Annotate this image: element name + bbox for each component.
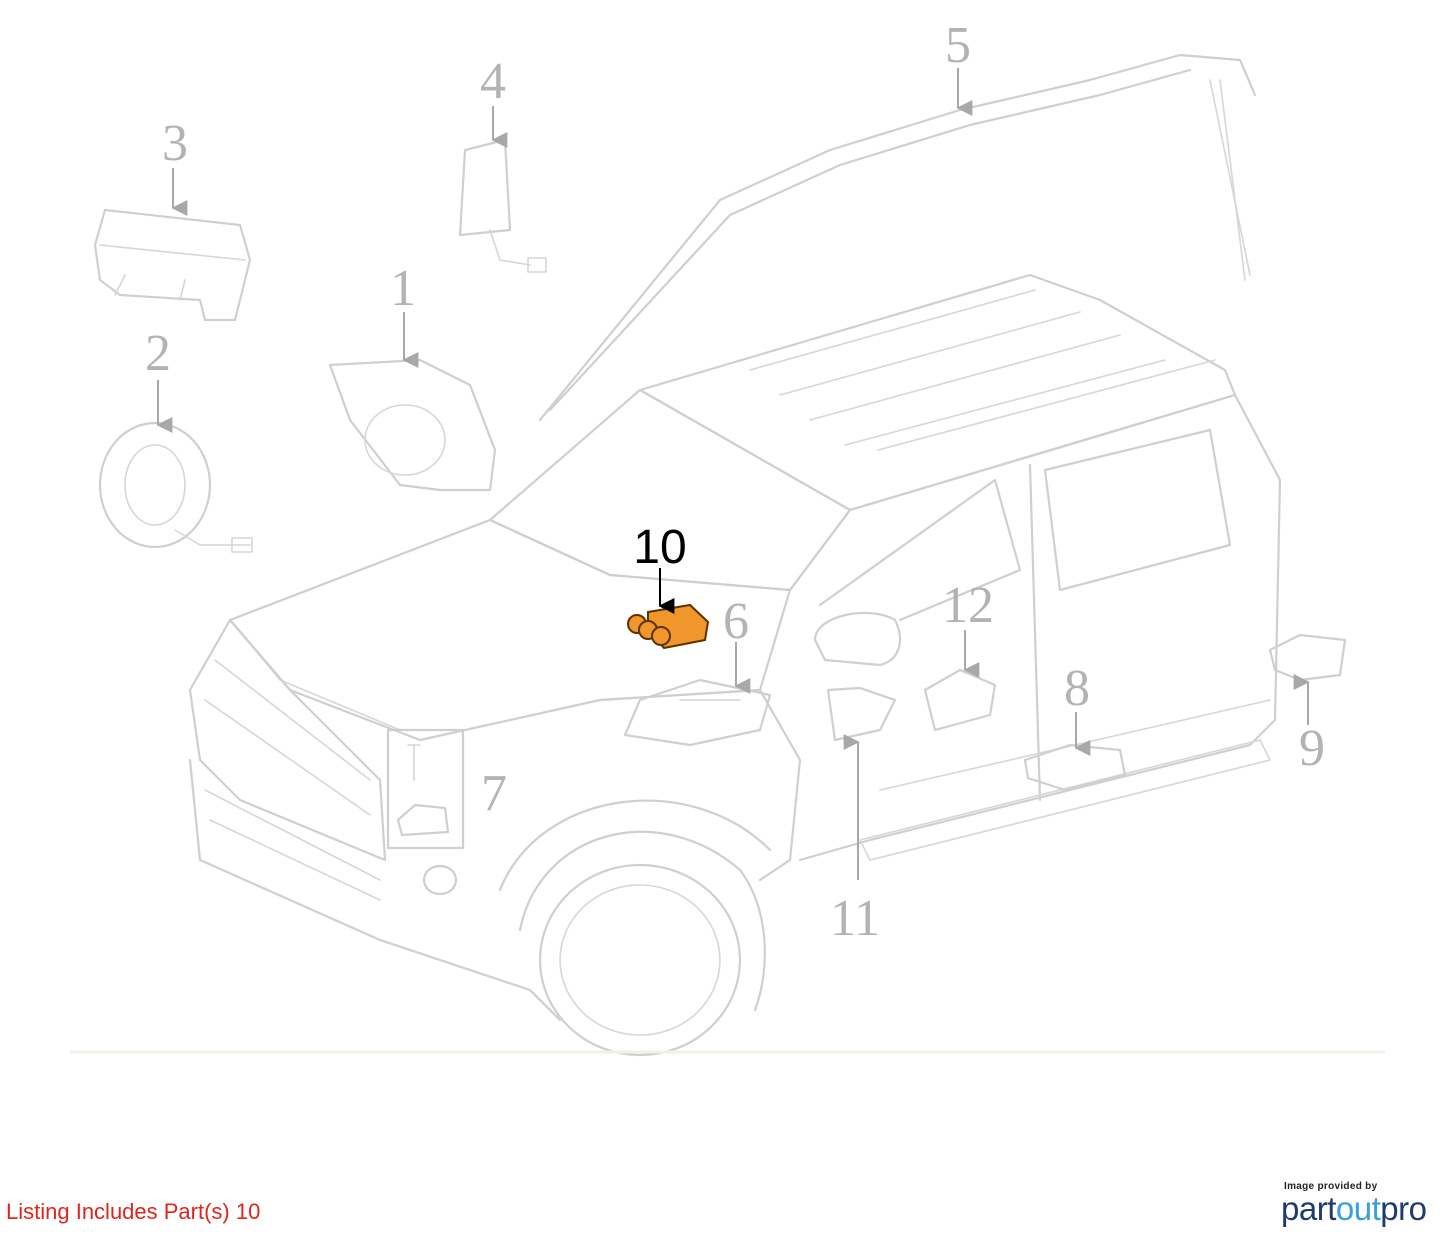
part-3-passenger-airbag <box>93 208 252 322</box>
logo-part: part <box>1281 1190 1336 1227</box>
partoutpro-logo: partoutpro <box>1281 1190 1427 1228</box>
part-2-clock-spring <box>98 421 253 553</box>
part-7-sensor-kit <box>386 728 465 850</box>
part-11-side-sensor <box>826 686 897 742</box>
part-9-sensor <box>1268 633 1347 682</box>
callout-arrows <box>156 68 1310 880</box>
callout-12: 12 <box>942 577 994 634</box>
listing-note: Listing Includes Part(s) 10 <box>6 1199 261 1224</box>
part-4-side-airbag <box>458 138 547 273</box>
logo-out: out <box>1335 1190 1381 1227</box>
provider-credit: Image provided by <box>1284 1181 1378 1192</box>
part-1-steering-airbag <box>328 358 497 492</box>
callout-7: 7 <box>481 765 507 822</box>
part-8-rear-sensor <box>1023 743 1127 792</box>
part-10-highlighted-module[interactable] <box>627 603 710 650</box>
callout-9: 9 <box>1299 720 1325 777</box>
callout-8: 8 <box>1064 660 1090 717</box>
callout-4: 4 <box>480 53 506 110</box>
callout-3: 3 <box>162 115 188 172</box>
part-5-curtain-airbag <box>538 53 1257 422</box>
logo-pro: pro <box>1380 1190 1427 1227</box>
callout-11: 11 <box>830 890 880 947</box>
part-12-door-sensor <box>923 668 997 732</box>
callout-6: 6 <box>723 593 749 650</box>
callout-10: 10 <box>633 521 686 574</box>
callout-2: 2 <box>145 325 171 382</box>
callout-1: 1 <box>390 260 416 317</box>
callout-5: 5 <box>945 17 971 74</box>
part-6-center-sensor <box>623 678 772 747</box>
truck-outline <box>188 273 1282 1057</box>
